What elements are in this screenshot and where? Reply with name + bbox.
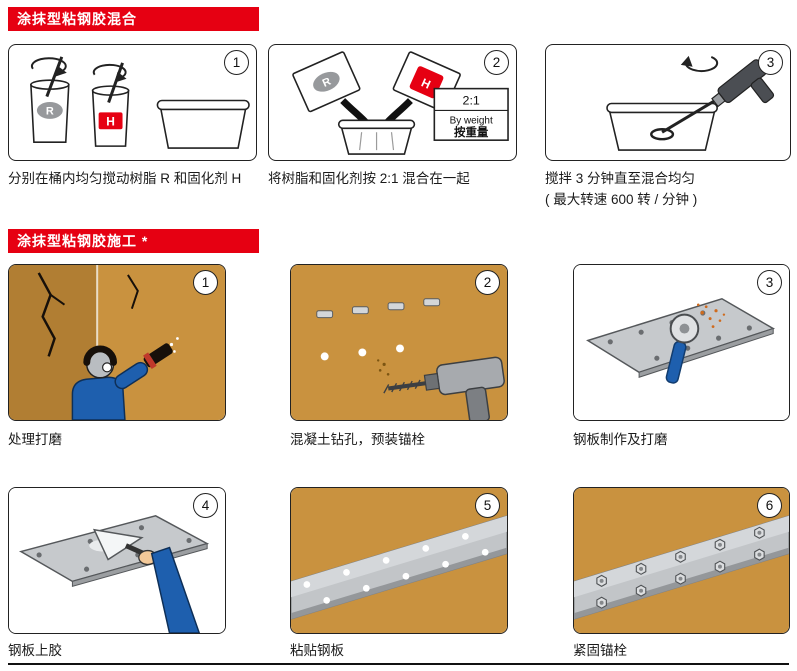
angle-grinder-icon bbox=[665, 313, 700, 384]
resin-can: R bbox=[30, 56, 70, 143]
step-number-badge: 2 bbox=[475, 270, 500, 295]
section-banner-application: 涂抹型粘钢胶施工 * bbox=[8, 229, 259, 253]
illustration-plate-grinding bbox=[574, 265, 789, 420]
illustration-bond-plate bbox=[291, 488, 507, 633]
step-caption: 混凝土钻孔，预装锚栓 bbox=[290, 432, 425, 447]
hammer-drill-icon bbox=[383, 356, 505, 420]
step-number-badge: 1 bbox=[224, 50, 249, 75]
panel-mix-1: R H 1 bbox=[8, 44, 257, 161]
step-caption: 处理打磨 bbox=[8, 432, 62, 447]
anchor-bolts bbox=[316, 298, 441, 319]
mixing-tub bbox=[337, 119, 416, 155]
panel-app-2: 2 bbox=[290, 264, 508, 421]
step-number-badge: 1 bbox=[193, 270, 218, 295]
step-number-badge: 3 bbox=[757, 270, 782, 295]
safety-goggle-icon bbox=[102, 362, 113, 373]
step-caption-line2: ( 最大转速 600 转 / 分钟 ) bbox=[545, 191, 698, 207]
step-caption: 钢板制作及打磨 bbox=[573, 432, 668, 447]
step-number-badge: 3 bbox=[758, 50, 783, 75]
trowel-icon bbox=[92, 528, 145, 561]
stir-arrow-icon bbox=[54, 65, 67, 77]
step-number-badge: 2 bbox=[484, 50, 509, 75]
hardener-can: H bbox=[91, 62, 130, 147]
bottom-divider bbox=[8, 663, 789, 665]
section-title-mixing: 涂抹型粘钢胶混合 bbox=[17, 11, 137, 27]
illustration-surface-grinding bbox=[9, 265, 225, 420]
drill-mixer-icon bbox=[650, 55, 775, 141]
worker-hand bbox=[138, 546, 201, 633]
step-caption: 紧固锚栓 bbox=[573, 643, 627, 658]
worker-figure bbox=[71, 337, 179, 420]
rotation-arrow-icon bbox=[680, 55, 693, 67]
step-number-badge: 6 bbox=[757, 493, 782, 518]
section-title-application: 涂抹型粘钢胶施工 * bbox=[17, 233, 149, 249]
panel-mix-3: 3 bbox=[545, 44, 791, 161]
drilled-holes bbox=[320, 344, 404, 361]
panel-app-5: 5 bbox=[290, 487, 508, 634]
ratio-box: 2:1 By weight 按重量 bbox=[433, 87, 509, 141]
step-caption: 钢板上胶 bbox=[8, 643, 62, 658]
step-number-badge: 4 bbox=[193, 493, 218, 518]
step-caption: 搅拌 3 分钟直至混合均匀 ( 最大转速 600 转 / 分钟 ) bbox=[545, 169, 697, 211]
resin-label: R bbox=[46, 105, 54, 117]
plate-holes bbox=[303, 532, 489, 604]
illustration-power-mixing bbox=[606, 55, 775, 151]
by-weight-en-label: By weight bbox=[450, 115, 493, 126]
panel-mix-2: R H bbox=[268, 44, 517, 161]
drill-dust bbox=[377, 359, 390, 376]
illustration-combine-ratio: R H bbox=[292, 51, 509, 155]
step-caption: 将树脂和固化剂按 2:1 混合在一起 bbox=[268, 171, 470, 186]
step-caption-line1: 搅拌 3 分钟直至混合均匀 bbox=[545, 171, 696, 186]
by-weight-zh-label: 按重量 bbox=[454, 125, 489, 139]
illustration-apply-adhesive bbox=[9, 488, 225, 633]
resin-bag: R bbox=[292, 51, 361, 113]
panel-app-6: 6 bbox=[573, 487, 790, 634]
panel-app-1: 1 bbox=[8, 264, 226, 421]
step-caption: 粘贴钢板 bbox=[290, 643, 344, 658]
mix-ratio-label: 2:1 bbox=[463, 94, 480, 108]
mixing-tub bbox=[156, 99, 250, 149]
crack-lines bbox=[37, 272, 139, 357]
steel-plate bbox=[291, 515, 507, 620]
step-caption: 分别在桶内均匀搅动树脂 R 和固化剂 H bbox=[8, 171, 242, 186]
illustration-drilling-anchors bbox=[291, 265, 507, 420]
illustration-tighten-anchors bbox=[574, 488, 789, 633]
grinder-tool-icon bbox=[143, 343, 173, 369]
section-banner-mixing: 涂抹型粘钢胶混合 bbox=[8, 7, 259, 31]
hardener-label: H bbox=[106, 114, 115, 128]
illustration-stir-components: R H bbox=[30, 56, 250, 149]
panel-app-3: 3 bbox=[573, 264, 790, 421]
sparks bbox=[696, 303, 726, 328]
panel-app-4: 4 bbox=[8, 487, 226, 634]
step-number-badge: 5 bbox=[475, 493, 500, 518]
stir-arrow-icon bbox=[114, 71, 127, 83]
plate-holes bbox=[36, 525, 192, 572]
